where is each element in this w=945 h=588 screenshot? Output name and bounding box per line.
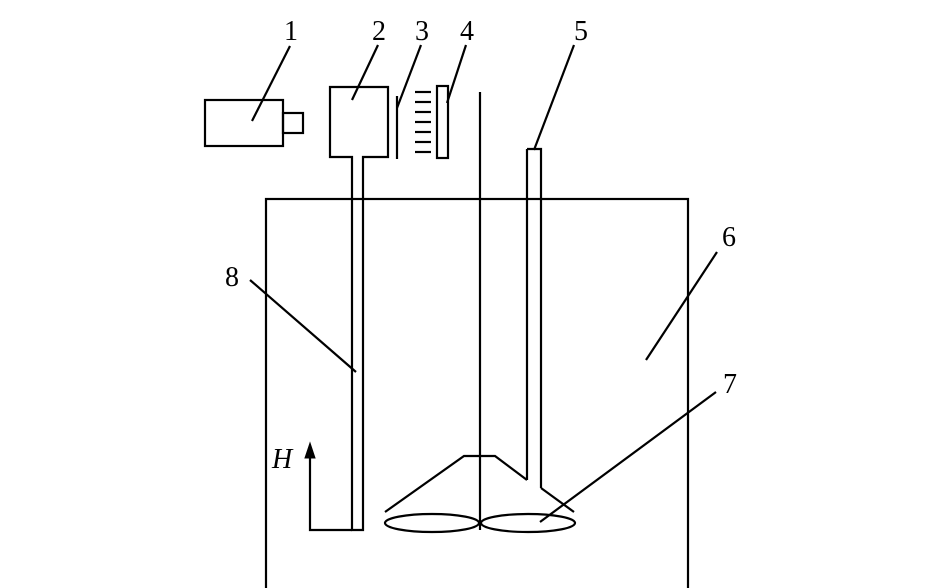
light-panel <box>435 84 450 160</box>
leader-line-2 <box>351 44 379 101</box>
probe-head <box>328 85 390 532</box>
leader-line-5 <box>532 44 576 151</box>
leader-line-8 <box>249 279 357 373</box>
leader-line-7 <box>539 391 717 523</box>
label-4: 4 <box>460 16 474 47</box>
label-7: 7 <box>723 369 737 400</box>
label-8: 8 <box>225 262 239 293</box>
height-arrow <box>304 441 352 532</box>
tank <box>264 197 690 588</box>
label-5: 5 <box>574 16 588 47</box>
leader-line-6 <box>645 251 718 361</box>
label-2: 2 <box>372 16 386 47</box>
scale-marks <box>415 90 431 154</box>
impeller <box>383 454 577 534</box>
leader-line-3 <box>395 44 423 109</box>
height-label: H <box>271 444 294 475</box>
label-3: 3 <box>415 16 429 47</box>
label-1: 1 <box>284 16 298 47</box>
leader-line-4 <box>445 44 468 104</box>
camera <box>203 98 305 148</box>
leader-line-1 <box>251 45 291 122</box>
feed-tube <box>525 147 543 488</box>
label-6: 6 <box>722 222 736 253</box>
